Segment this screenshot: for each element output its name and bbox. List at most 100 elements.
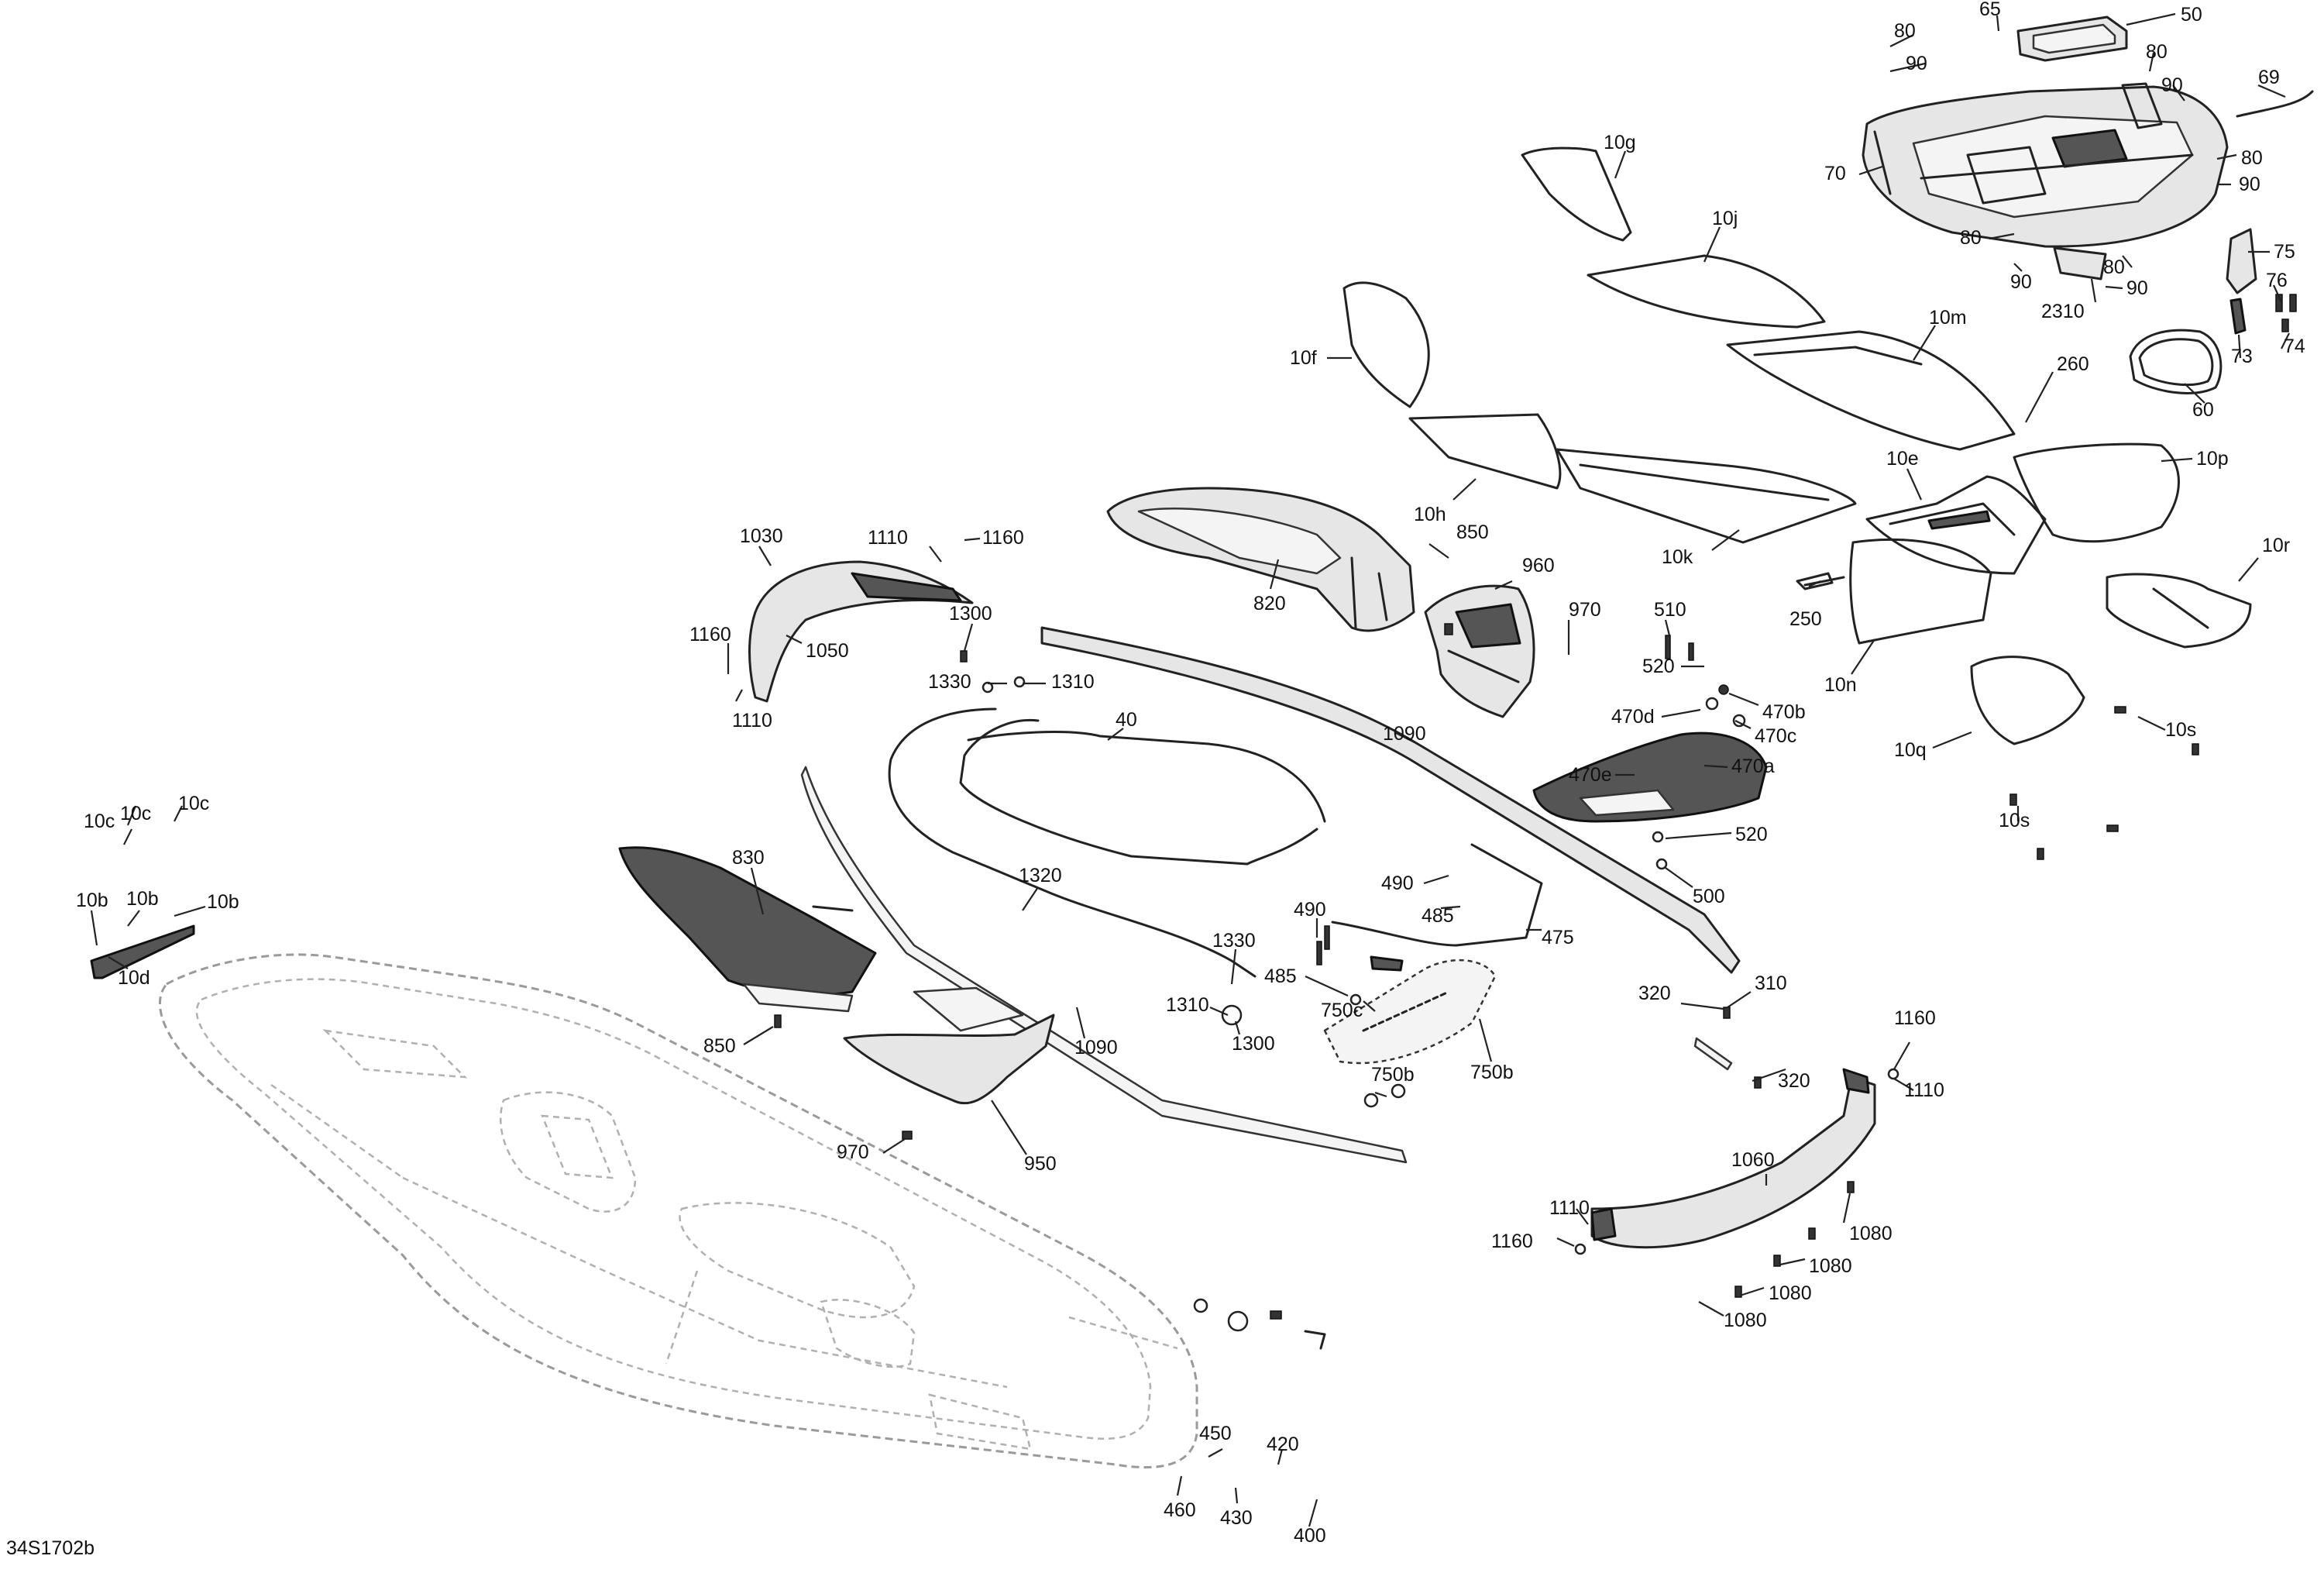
callout-10b: 10b: [126, 888, 159, 910]
callout-10f: 10f: [1290, 347, 1317, 369]
callout-10c: 10c: [178, 793, 209, 814]
callout-750b: 750b: [1470, 1062, 1514, 1083]
callout-90: 90: [2010, 271, 2032, 293]
callout-10r: 10r: [2262, 535, 2290, 556]
callout-1330: 1330: [1212, 930, 1256, 952]
decals: [1342, 146, 2252, 745]
callout-970: 970: [1569, 599, 1601, 621]
callout-1330: 1330: [928, 671, 971, 693]
block-750c: [1323, 955, 1497, 1065]
callout-1050: 1050: [806, 640, 849, 662]
callout-490: 490: [1294, 899, 1326, 921]
fasteners: [774, 623, 2199, 1350]
callout-10p: 10p: [2196, 448, 2229, 470]
callout-1080: 1080: [1724, 1310, 1767, 1331]
callout-450: 450: [1199, 1423, 1232, 1444]
callout-750c: 750c: [1321, 1000, 1363, 1021]
callout-50: 50: [2181, 4, 2202, 26]
decal-250: [1796, 572, 1834, 590]
callout-10b: 10b: [76, 890, 108, 911]
callout-10s: 10s: [2165, 719, 2196, 741]
callout-1080: 1080: [1849, 1223, 1893, 1244]
callout-80: 80: [1894, 20, 1916, 42]
panel-820: [1106, 487, 1415, 632]
callout-250: 250: [1789, 608, 1822, 630]
callout-90: 90: [1906, 53, 1927, 74]
callout-470a: 470a: [1731, 756, 1775, 777]
callout-1110: 1110: [1904, 1079, 1944, 1101]
callout-490: 490: [1381, 873, 1414, 894]
callout-10s: 10s: [1999, 810, 2030, 831]
callout-40: 40: [1116, 709, 1137, 731]
duct-950: [843, 986, 1055, 1105]
callout-1160: 1160: [982, 527, 1024, 549]
callout-1110: 1110: [1549, 1197, 1590, 1219]
callout-1160: 1160: [689, 624, 731, 645]
callout-10h: 10h: [1414, 504, 1446, 525]
callout-460: 460: [1164, 1499, 1196, 1521]
callout-10b: 10b: [207, 891, 239, 913]
callout-90: 90: [2126, 277, 2148, 299]
callout-470c: 470c: [1755, 725, 1796, 747]
callout-1030: 1030: [740, 525, 783, 547]
callout-10n: 10n: [1824, 674, 1857, 696]
callout-520: 520: [1735, 824, 1768, 845]
rod-475: [1331, 843, 1543, 947]
callout-1090: 1090: [1383, 723, 1426, 745]
callout-80: 80: [2146, 41, 2168, 63]
callout-80: 80: [2241, 147, 2263, 169]
plate-320: [1693, 1037, 1733, 1071]
callout-1300: 1300: [949, 603, 992, 625]
callout-10m: 10m: [1929, 307, 1967, 329]
callout-1080: 1080: [1769, 1282, 1812, 1304]
callout-1110: 1110: [732, 710, 772, 731]
callout-510: 510: [1654, 599, 1686, 621]
callout-80: 80: [2103, 256, 2125, 278]
leader-lines: [90, 12, 2290, 1527]
callout-1110: 1110: [868, 527, 908, 549]
storage-bin-assembly: [1862, 15, 2314, 394]
callout-70: 70: [1824, 163, 1846, 184]
callout-470d: 470d: [1611, 706, 1655, 728]
seals-1090: [800, 626, 1741, 1164]
grille-830: [618, 846, 877, 1013]
callout-1320: 1320: [1019, 865, 1062, 886]
callout-520: 520: [1642, 656, 1675, 677]
callout-90: 90: [2239, 174, 2260, 195]
callout-960: 960: [1522, 555, 1555, 577]
callout-1160: 1160: [1894, 1007, 1936, 1029]
callout-750b: 750b: [1371, 1064, 1415, 1086]
callout-76: 76: [2266, 270, 2288, 291]
callout-485: 485: [1422, 905, 1454, 927]
callout-10q: 10q: [1894, 739, 1927, 761]
callout-320: 320: [1778, 1070, 1810, 1092]
callout-10d: 10d: [118, 967, 150, 989]
trim-10d: [90, 924, 195, 979]
callout-10e: 10e: [1886, 448, 1919, 470]
panel-1030: [748, 560, 974, 703]
callout-485: 485: [1264, 965, 1297, 987]
callout-430: 430: [1220, 1507, 1253, 1529]
cables: [888, 707, 1326, 978]
callout-850: 850: [703, 1035, 736, 1057]
callout-69: 69: [2258, 67, 2280, 88]
callout-10g: 10g: [1604, 132, 1636, 153]
handle-470: [1532, 731, 1768, 823]
callout-420: 420: [1267, 1434, 1299, 1455]
callout-80: 80: [1960, 227, 1982, 249]
callout-labels: 80 65 50 90 80 90 69 80 70 90 80 75 80 7…: [76, 0, 2305, 1547]
callout-1090: 1090: [1074, 1037, 1118, 1058]
callout-500: 500: [1693, 886, 1725, 907]
callout-260: 260: [2057, 353, 2089, 375]
callout-475: 475: [1542, 927, 1574, 948]
callout-75: 75: [2274, 241, 2295, 263]
callout-10k: 10k: [1662, 546, 1693, 568]
callout-73: 73: [2231, 346, 2253, 367]
callout-400: 400: [1294, 1525, 1326, 1547]
callout-1300: 1300: [1232, 1033, 1275, 1055]
callout-310: 310: [1755, 972, 1787, 994]
callout-90: 90: [2161, 74, 2183, 96]
callout-1060: 1060: [1731, 1149, 1775, 1171]
callout-470e: 470e: [1569, 764, 1612, 786]
